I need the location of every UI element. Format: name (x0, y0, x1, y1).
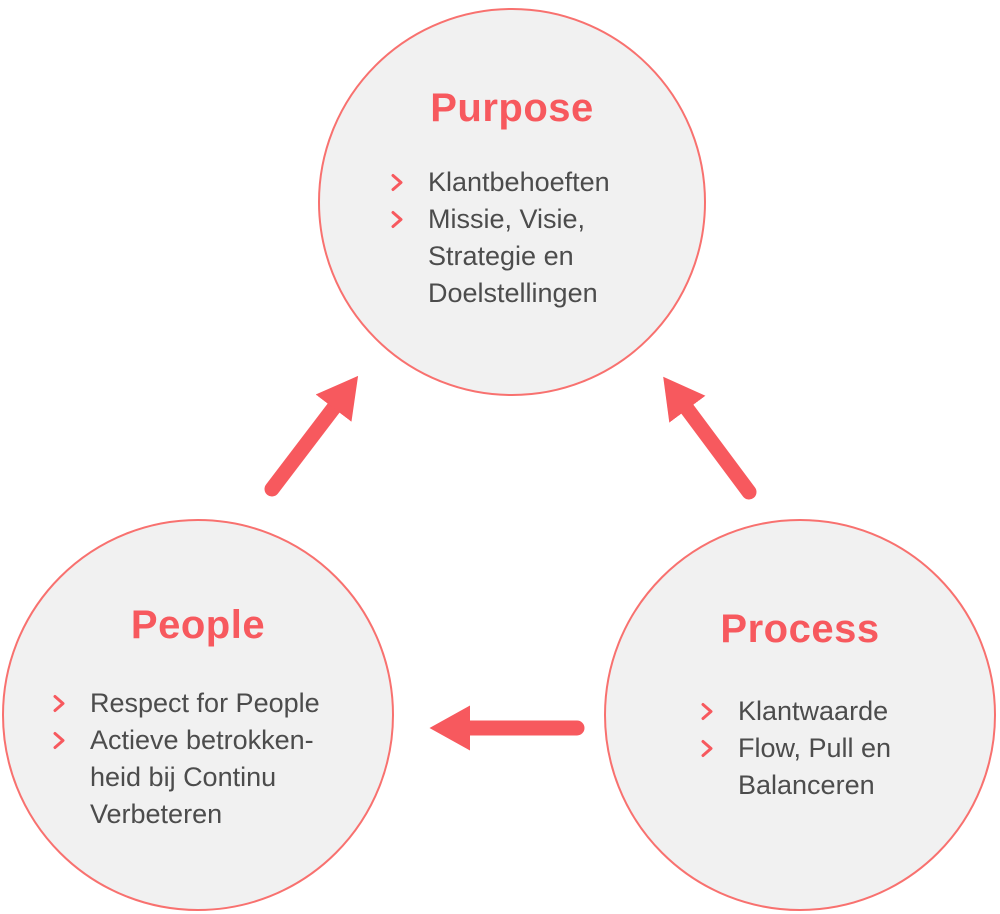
arrow-people-to-purpose (264, 375, 359, 497)
process-title: Process (720, 607, 880, 651)
list-item: Actieve betrokken- heid bij Continu Verb… (52, 722, 392, 833)
list-item-text: Klantbehoeften (428, 167, 610, 197)
list-item-text: Flow, Pull en Balanceren (738, 733, 892, 800)
list-item: Klantwaarde (700, 693, 994, 730)
people-circle: People Respect for People Actieve betrok… (2, 519, 394, 911)
chevron-right-icon (53, 732, 65, 749)
purpose-circle: Purpose Klantbehoeften Missie, Visie, St… (318, 8, 706, 396)
list-item: Missie, Visie, Strategie en Doelstelling… (390, 201, 704, 312)
list-item: Flow, Pull en Balanceren (700, 730, 994, 804)
chevron-right-icon (391, 211, 403, 228)
list-item-text: Missie, Visie, Strategie en Doelstelling… (428, 204, 598, 308)
chevron-right-icon (701, 703, 713, 720)
list-item-text: Klantwaarde (738, 696, 889, 726)
process-circle: Process Klantwaarde Flow, Pull en Balanc… (604, 519, 996, 911)
list-item-text: Respect for People (90, 688, 320, 718)
people-list: Respect for People Actieve betrokken- he… (4, 685, 392, 833)
chevron-right-icon (391, 174, 403, 191)
people-title: People (130, 603, 266, 647)
list-item: Klantbehoeften (390, 164, 704, 201)
arrow-process-to-purpose (663, 376, 757, 500)
list-item: Respect for People (52, 685, 392, 722)
chevron-right-icon (701, 740, 713, 757)
chevron-right-icon (53, 695, 65, 712)
purpose-list: Klantbehoeften Missie, Visie, Strategie … (320, 164, 704, 312)
process-list: Klantwaarde Flow, Pull en Balanceren (606, 693, 994, 804)
purpose-title: Purpose (430, 86, 594, 130)
list-item-text: Actieve betrokken- heid bij Continu Verb… (90, 725, 314, 829)
